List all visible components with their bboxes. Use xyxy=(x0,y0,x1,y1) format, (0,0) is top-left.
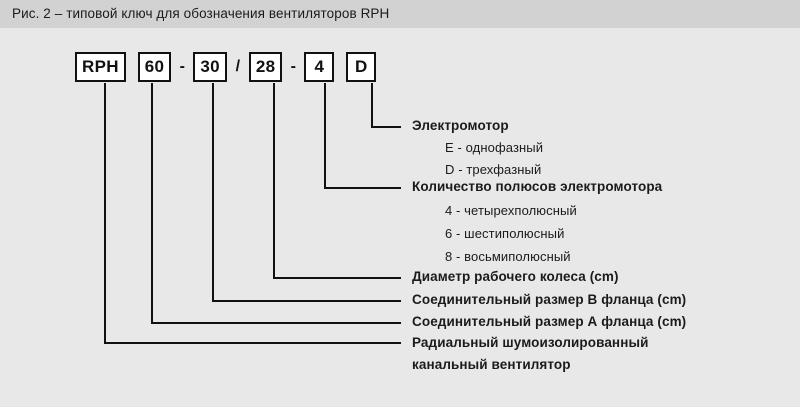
option-poles-6: 6 - шестиполюсный xyxy=(445,226,565,241)
label-electromotor: Электромотор xyxy=(412,118,509,133)
code-box[interactable]: 4 xyxy=(304,52,335,82)
option-poles-8: 8 - восьмиполюсный xyxy=(445,249,571,264)
label-product-line-2: канальный вентилятор xyxy=(412,357,571,372)
page-title: Рис. 2 – типовой ключ для обозначения ве… xyxy=(12,6,390,21)
option-poles-4: 4 - четырехполюсный xyxy=(445,203,577,218)
option-electromotor-single-phase: E - однофазный xyxy=(445,140,544,155)
code-box[interactable]: D xyxy=(346,52,377,82)
code-separator: - xyxy=(179,58,185,75)
label-product-line-1: Радиальный шумоизолированный xyxy=(412,335,649,350)
label-poles: Количество полюсов электромотора xyxy=(412,179,663,194)
label-flange-a: Соединительный размер А фланца (cm) xyxy=(412,314,687,329)
connector-flange-b xyxy=(212,83,401,302)
connector-product-line xyxy=(104,83,401,344)
code-box[interactable]: 30 xyxy=(193,52,227,82)
header-bar xyxy=(0,0,800,28)
code-box[interactable]: 28 xyxy=(248,52,283,82)
connector-electromotor xyxy=(371,83,401,128)
code-separator: / xyxy=(235,58,241,75)
connector-poles xyxy=(324,83,401,189)
code-box[interactable]: RPH xyxy=(75,52,126,82)
label-impeller-diameter: Диаметр рабочего колеса (cm) xyxy=(412,269,619,284)
connector-flange-a xyxy=(151,83,401,324)
label-flange-b: Соединительный размер В фланца (cm) xyxy=(412,292,687,307)
option-electromotor-three-phase: D - трехфазный xyxy=(445,162,542,177)
code-box[interactable]: 60 xyxy=(137,52,172,82)
code-separator: - xyxy=(290,58,296,75)
connector-impeller xyxy=(273,83,401,279)
